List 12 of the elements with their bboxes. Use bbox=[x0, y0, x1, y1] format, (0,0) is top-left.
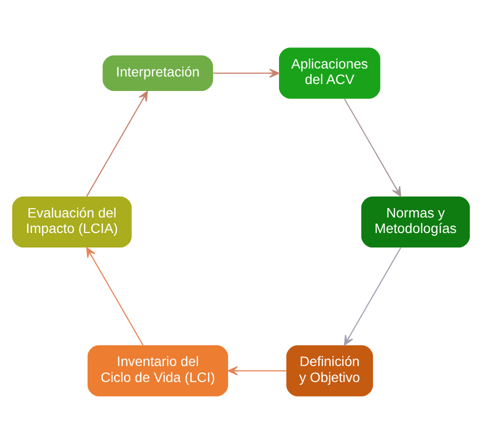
node-box: Evaluación del Impacto (LCIA) bbox=[12, 196, 132, 248]
node-box: Definición y Objetivo bbox=[286, 344, 373, 396]
arrow bbox=[86, 246, 144, 345]
arrow bbox=[228, 366, 286, 375]
node-box: Interpretación bbox=[102, 54, 214, 90]
arrow bbox=[344, 98, 402, 196]
node-box: Normas y Metodologías bbox=[361, 196, 470, 248]
arrow bbox=[86, 90, 148, 196]
arrow bbox=[344, 246, 402, 346]
arrow bbox=[213, 68, 280, 78]
node-box: Inventario del Ciclo de Vida (LCI) bbox=[88, 344, 228, 396]
node-box: Aplicaciones del ACV bbox=[279, 47, 380, 98]
